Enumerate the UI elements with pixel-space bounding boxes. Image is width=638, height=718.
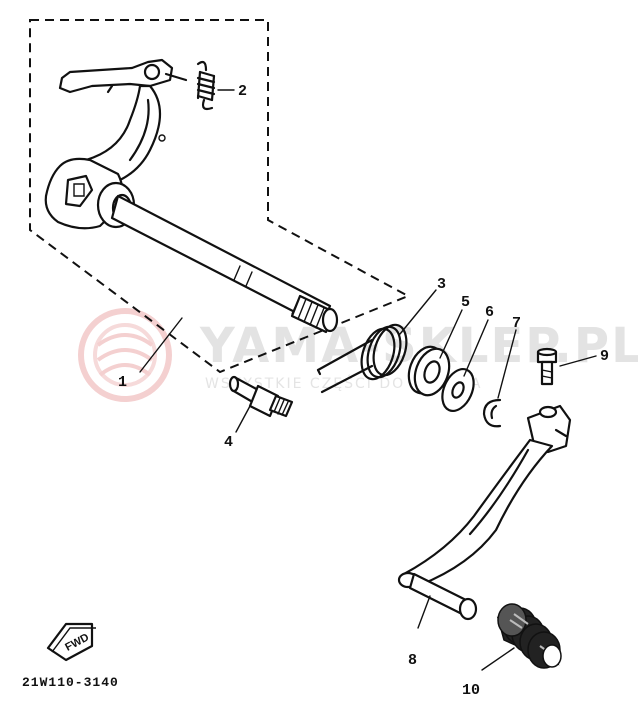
callout-2: 2 [238,83,247,100]
callout-6: 6 [485,304,494,321]
assembly-boundary [29,19,411,374]
callout-4: 4 [224,434,233,451]
callout-4-5: 5 [461,294,470,311]
callouts: 1 2 3 5 6 7 9 4 8 10 [118,83,609,699]
oil-seal [407,345,451,397]
pedal-rubber [496,603,562,669]
shift-shaft-assembly [44,58,339,334]
watermark-logo-icon [78,308,172,402]
callout-7: 7 [512,315,521,332]
fwd-arrow-icon: FWD [46,622,96,662]
stud-bolt [228,375,294,418]
diagram-code: 21W110-3140 [22,675,119,690]
torsion-spring [316,323,408,394]
shift-pedal [397,404,572,621]
leader-lines [139,89,597,671]
callout-10: 10 [462,682,480,699]
callout-9: 9 [600,348,609,365]
callout-1: 1 [118,374,127,391]
circlip [482,398,502,428]
washer [441,368,475,412]
callout-3: 3 [437,276,446,293]
pinch-bolt [536,347,558,386]
return-spring [196,60,216,111]
callout-8: 8 [408,652,417,669]
